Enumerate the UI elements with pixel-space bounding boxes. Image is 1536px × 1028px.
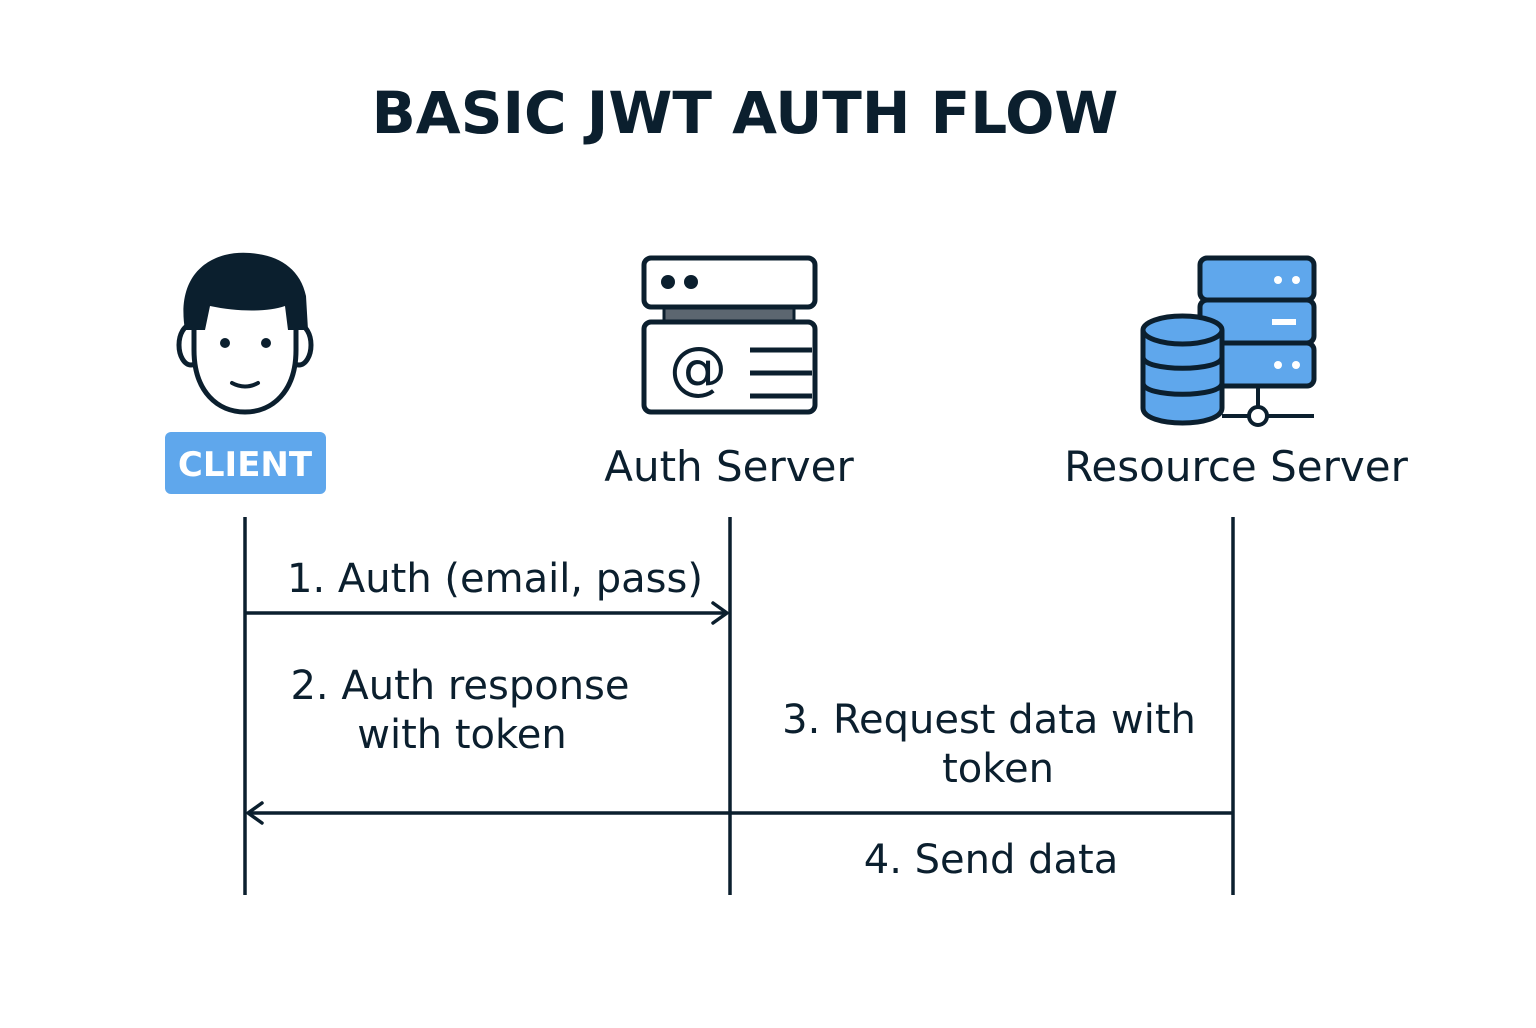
message-4: 4. Send data [864, 837, 1118, 883]
message-3-label-line-1: 3. Request data with [782, 697, 1196, 743]
message-4-label: 4. Send data [864, 837, 1118, 883]
auth-server-label: Auth Server [604, 442, 854, 491]
message-3: 3. Request data with token [782, 697, 1196, 792]
database-server-icon [1140, 255, 1317, 427]
message-2-label-line-2: with token [357, 712, 566, 758]
client-badge-bg [165, 432, 326, 494]
return-arrowhead [246, 801, 264, 825]
person-icon [176, 252, 314, 415]
message-2-label-line-1: 2. Auth response [290, 663, 629, 709]
client-label: CLIENT [178, 445, 313, 485]
resource-server-label: Resource Server [1064, 442, 1408, 491]
client-label-badge: CLIENT [165, 432, 326, 494]
auth-server-icon: @ [641, 255, 818, 415]
message-1-arrowhead [711, 601, 729, 625]
message-1: 1. Auth (email, pass) [245, 556, 729, 625]
diagram-title: BASIC JWT AUTH FLOW [372, 79, 1119, 147]
return-arrow [246, 801, 1233, 825]
message-2: 2. Auth response with token [290, 663, 629, 758]
message-3-label-line-2: token [942, 746, 1054, 792]
at-sign-glyph: @ [669, 334, 727, 402]
message-1-label: 1. Auth (email, pass) [287, 556, 703, 602]
